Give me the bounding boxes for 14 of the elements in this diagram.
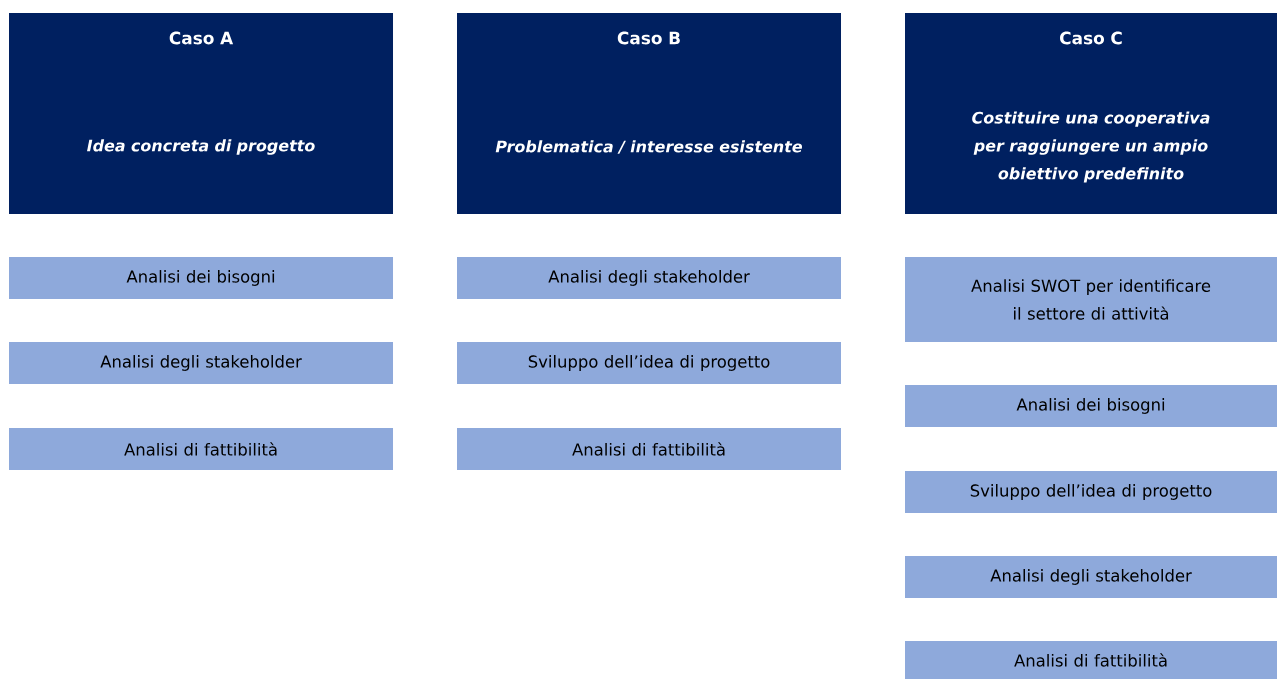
step-box: Analisi degli stakeholder xyxy=(457,257,841,299)
step-box: Analisi dei bisogni xyxy=(905,385,1277,427)
step-box: Analisi di fattibilità xyxy=(9,428,393,470)
step-box: Analisi dei bisogni xyxy=(9,257,393,299)
step-box: Analisi SWOT per identificare il settore di attività xyxy=(905,257,1277,342)
header-box: Caso B Problematica / interesse esistente xyxy=(457,13,841,214)
step-box: Analisi degli stakeholder xyxy=(905,556,1277,598)
step-box: Analisi degli stakeholder xyxy=(9,342,393,384)
step-box: Sviluppo dell’idea di progetto xyxy=(905,471,1277,513)
step-box: Sviluppo dell’idea di progetto xyxy=(457,342,841,384)
step-box: Analisi di fattibilità xyxy=(457,428,841,470)
header-box: Caso C Costituire una cooperativa per raggiungere un ampio obiettivo predefinito xyxy=(905,13,1277,214)
header-box: Caso A Idea concreta di progetto xyxy=(9,13,393,214)
step-box: Analisi di fattibilità xyxy=(905,641,1277,679)
